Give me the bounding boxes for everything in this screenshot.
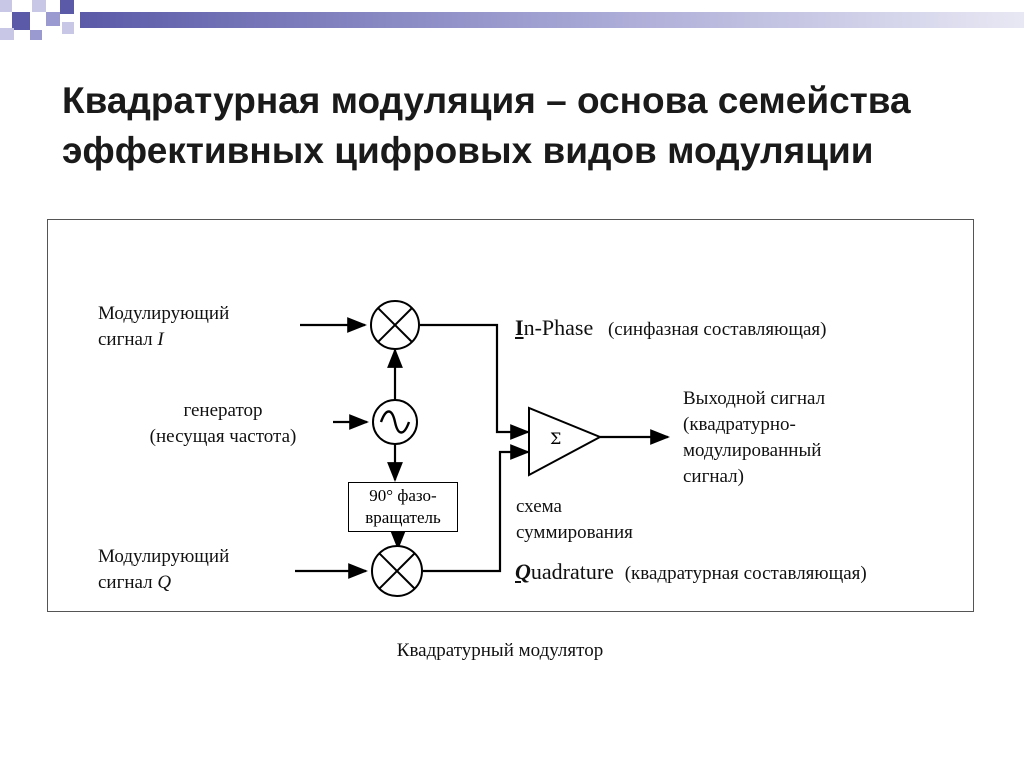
summer-symbol: Σ [550, 429, 561, 448]
in-phase-rest: n-Phase [523, 315, 594, 340]
input-q-line-1: Модулирующий [98, 546, 230, 567]
in-phase-label: In-Phase (синфазная составляющая) [515, 315, 826, 343]
output-line-4: сигнал) [683, 466, 744, 487]
top-mixer-icon [370, 300, 420, 350]
in-phase-first-letter: I [515, 315, 524, 340]
quadrature-desc: (квадратурная составляющая) [624, 563, 867, 584]
input-q-symbol: Q [157, 572, 172, 593]
summer-label: схема суммирования [516, 494, 633, 546]
input-i-symbol: I [157, 329, 164, 350]
in-phase-desc: (синфазная составляющая) [607, 319, 827, 340]
wire-in-phase [420, 323, 530, 440]
output-line-3: модулированный [683, 440, 822, 461]
output-line-2: (квадратурно- [683, 414, 796, 435]
title-line-1: Квадратурная модуляция – основа семейств… [62, 80, 911, 121]
header-decoration [0, 0, 1024, 40]
output-label: Выходной сигнал (квадратурно- модулирова… [683, 386, 825, 490]
quadrature-label: Quadrature (квадратурная составляющая) [515, 559, 867, 587]
generator-line-1: генератор [183, 400, 263, 421]
generator-line-2: (несущая частота) [149, 426, 297, 447]
phase-shifter-line-2: вращатель [365, 508, 441, 527]
wire-quadrature [423, 444, 530, 573]
diagram-frame [47, 219, 974, 612]
bottom-mixer-icon [371, 545, 423, 597]
summer-icon [528, 406, 603, 477]
input-q-label: Модулирующий сигнал Q [98, 544, 229, 596]
quadrature-rest: uadrature [530, 559, 614, 584]
oscillator-icon [372, 399, 418, 445]
input-i-line-1: Модулирующий [98, 303, 230, 324]
phase-shifter-box: 90° фазо- вращатель [348, 482, 458, 532]
slide-title: Квадратурная модуляция – основа семейств… [62, 76, 1012, 176]
quadrature-first-letter: Q [515, 559, 531, 584]
diagram-caption: Квадратурный модулятор [396, 640, 604, 661]
input-i-label: Модулирующий сигнал I [98, 301, 229, 353]
output-line-1: Выходной сигнал [683, 388, 826, 409]
input-q-line-2: сигнал Q [98, 572, 172, 593]
phase-shifter-line-1: 90° фазо- [369, 486, 437, 505]
summer-label-line-1: схема [516, 496, 562, 517]
generator-label: генератор (несущая частота) [118, 398, 328, 450]
summer-label-line-2: суммирования [516, 522, 633, 543]
title-line-2: эффективных цифровых видов модуляции [62, 130, 874, 171]
input-i-line-2: сигнал I [98, 329, 164, 350]
